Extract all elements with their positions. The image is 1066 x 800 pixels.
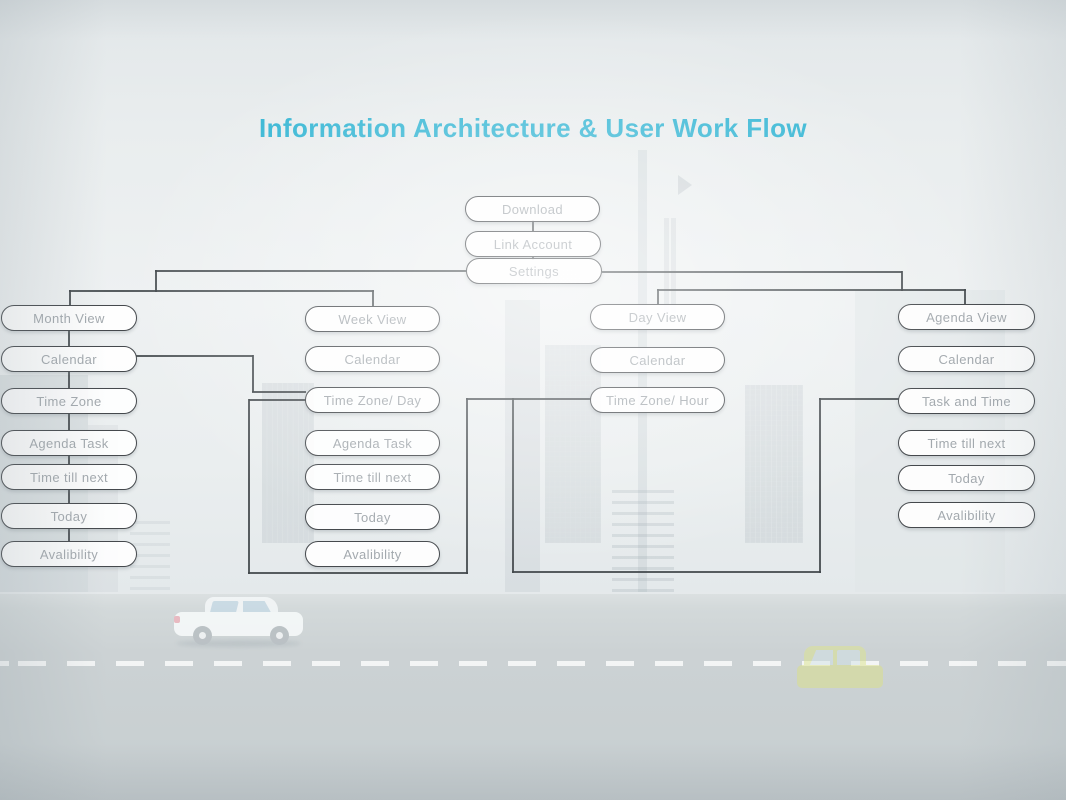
lane-divider [0, 661, 1066, 666]
node-month-avalibility: Avalibility [1, 541, 137, 567]
building-windows [545, 345, 601, 543]
connector-line [68, 413, 70, 431]
car-wheel-hub [199, 632, 206, 639]
node-week-view: Week View [305, 306, 440, 332]
node-day-view: Day View [590, 304, 725, 330]
connector-line [964, 289, 966, 305]
connector-line [249, 399, 306, 401]
connector-line [136, 355, 253, 357]
connector-line [248, 572, 468, 574]
connector-line [466, 398, 591, 400]
connector-line [657, 289, 966, 291]
connector-line [819, 398, 821, 573]
connector-line [69, 290, 71, 306]
car-tail-light [174, 616, 180, 623]
car-body [797, 665, 883, 688]
connector-line [68, 371, 70, 389]
connector-line [657, 289, 659, 305]
node-month-calendar: Calendar [1, 346, 137, 372]
building [505, 300, 540, 593]
node-download: Download [465, 196, 600, 222]
node-week-calendar: Calendar [305, 346, 440, 372]
building-roof [678, 175, 692, 195]
node-week-agenda-task: Agenda Task [305, 430, 440, 456]
yellow-car [797, 646, 883, 695]
connector-line [68, 528, 70, 542]
connector-line [512, 398, 514, 573]
page-title: Information Architecture & User Work Flo… [258, 113, 808, 143]
connector-line [252, 355, 254, 392]
connector-line [69, 290, 374, 292]
connector-line [155, 270, 157, 292]
node-month-time-zone: Time Zone [1, 388, 137, 414]
connector-line [68, 489, 70, 504]
node-month-view: Month View [1, 305, 137, 331]
node-agenda-today: Today [898, 465, 1035, 491]
node-agenda-avalibility: Avalibility [898, 502, 1035, 528]
building-windows [664, 218, 676, 313]
connector-line [466, 398, 468, 574]
connector-line [372, 290, 374, 307]
node-agenda-task-and-time: Task and Time [898, 388, 1035, 414]
node-link-account: Link Account [465, 231, 601, 257]
node-agenda-time-till-next: Time till next [898, 430, 1035, 456]
node-agenda-view: Agenda View [898, 304, 1035, 330]
car-wheel [270, 626, 289, 645]
connector-line [155, 270, 466, 272]
building-floors [612, 487, 674, 592]
node-week-time-zone-day: Time Zone/ Day [305, 387, 440, 413]
connector-line [512, 571, 821, 573]
connector-line [248, 399, 250, 574]
node-day-time-zone-hour: Time Zone/ Hour [590, 387, 725, 413]
node-week-avalibility: Avalibility [305, 541, 440, 567]
connector-line [602, 271, 902, 273]
node-agenda-calendar: Calendar [898, 346, 1035, 372]
node-settings: Settings [466, 258, 602, 284]
car-wheel [193, 626, 212, 645]
connector-line [819, 398, 899, 400]
node-week-time-till-next: Time till next [305, 464, 440, 490]
node-month-time-till-next: Time till next [1, 464, 137, 490]
connector-line [901, 271, 903, 291]
node-week-today: Today [305, 504, 440, 530]
node-month-agenda-task: Agenda Task [1, 430, 137, 456]
node-day-calendar: Calendar [590, 347, 725, 373]
road [0, 592, 1066, 800]
node-month-today: Today [1, 503, 137, 529]
car-wheel-hub [276, 632, 283, 639]
connector-line [252, 391, 306, 393]
white-car [174, 597, 303, 647]
connector-line [68, 330, 70, 347]
building-windows [745, 385, 803, 543]
